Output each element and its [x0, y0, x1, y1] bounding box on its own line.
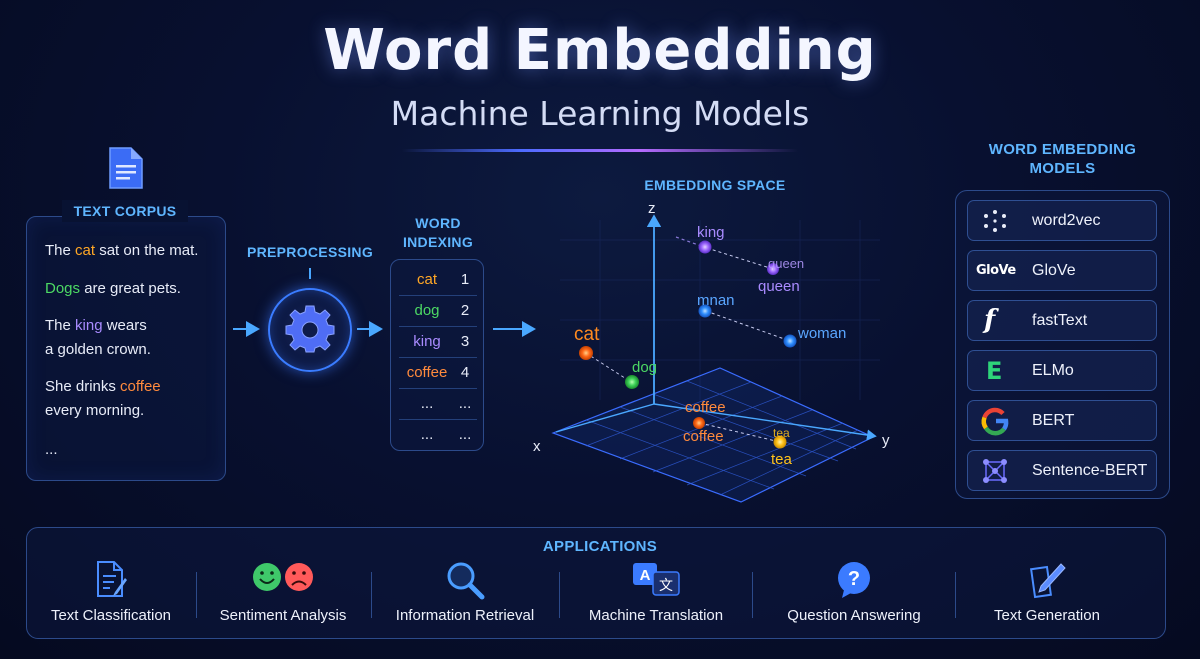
label-queen-ghost: queen [768, 256, 805, 271]
label-dog: dog [632, 359, 658, 376]
model-item-word2vec[interactable]: word2vec [967, 200, 1157, 241]
embedding-space-plot [551, 214, 880, 503]
model-item-sentence-bert[interactable]: Sentence-BERT [967, 450, 1157, 491]
svg-text:文: 文 [659, 578, 673, 594]
magnifier-icon [447, 562, 485, 600]
dots-grid-icon [984, 210, 1006, 232]
corpus-line: every morning. [45, 402, 145, 419]
model-item-glove[interactable]: GloVe GloVe [967, 250, 1157, 291]
page-subtitle: Machine Learning Models [390, 94, 810, 133]
corpus-line: The king wears [45, 317, 147, 334]
embedding-space-label: EMBEDDING SPACE [644, 177, 786, 193]
text-corpus-label: TEXT CORPUS [73, 203, 177, 219]
label-cat: cat [574, 324, 600, 345]
label-coffee-top: coffee [685, 399, 726, 416]
models-panel [955, 190, 1170, 499]
label-man: mnan [697, 292, 735, 309]
title-divider [402, 149, 798, 152]
axis-z-label: z [648, 200, 656, 217]
question-bubble-icon: ? [838, 562, 870, 598]
point-dog [625, 375, 639, 389]
label-coffee: coffee [683, 428, 724, 445]
elmo-e-icon: E [986, 357, 1003, 385]
corpus-line: a golden crown. [45, 341, 151, 358]
point-cat [579, 346, 593, 360]
point-woman [783, 334, 797, 348]
corpus-line: Dogs are great pets. [45, 280, 181, 297]
applications-panel [26, 527, 1166, 639]
app-text-generation[interactable]: Text Generation [975, 560, 1119, 630]
label-woman: woman [798, 325, 847, 342]
axis-x-label: x [533, 438, 541, 455]
app-sentiment-analysis[interactable]: Sentiment Analysis [210, 560, 356, 630]
app-question-answering[interactable]: ? Question Answering [775, 560, 933, 630]
index-row: ...... [420, 426, 472, 443]
label-tea: tea [771, 451, 792, 468]
axis-y-label: y [882, 432, 890, 449]
translate-icon: A 文 [633, 563, 680, 596]
point-coffee [693, 417, 705, 429]
index-row: ...... [420, 395, 472, 412]
corpus-line: The cat sat on the mat. [45, 242, 199, 259]
point-king [698, 240, 712, 254]
svg-text:A: A [640, 567, 651, 584]
document-icon [109, 147, 143, 189]
corpus-line: She drinks coffee [45, 378, 161, 395]
point-man [698, 304, 712, 318]
app-information-retrieval[interactable]: Information Retrieval [385, 560, 545, 630]
app-machine-translation[interactable]: A 文 Machine Translation [578, 560, 734, 630]
fasttext-f-icon: f [984, 305, 996, 335]
gear-icon [285, 305, 335, 353]
google-g-icon [981, 407, 1009, 436]
document-pencil-icon [97, 561, 127, 597]
applications-label: APPLICATIONS [542, 538, 658, 555]
glove-logo-icon: GloVe [976, 263, 1016, 278]
model-item-elmo[interactable]: E ELMo [967, 350, 1157, 391]
label-queen: queen [758, 278, 800, 295]
app-text-classification[interactable]: Text Classification [40, 560, 182, 630]
label-king: king [697, 224, 725, 241]
model-item-bert[interactable]: BERT [967, 400, 1157, 441]
preprocessing-label: PREPROCESSING [246, 244, 374, 260]
network-nodes-icon [983, 459, 1007, 483]
corpus-line: ... [45, 441, 58, 458]
page-title: Word Embedding [323, 18, 877, 83]
point-queen [767, 263, 779, 275]
svg-text:?: ? [848, 568, 860, 590]
text-corpus-panel [26, 216, 226, 481]
label-tea-ghost: tea [773, 426, 790, 440]
happy-sad-faces-icon [253, 563, 313, 591]
point-tea [773, 435, 787, 449]
model-item-fasttext[interactable]: f fastText [967, 300, 1157, 341]
pencil-paper-icon [1029, 563, 1066, 599]
